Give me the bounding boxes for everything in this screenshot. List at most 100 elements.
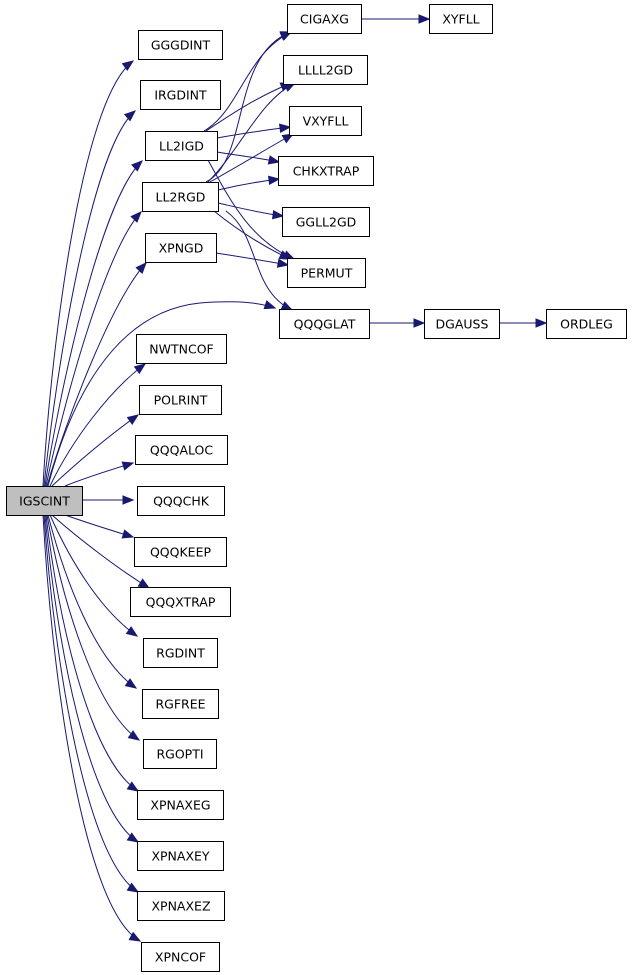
node-label: LL2RGD bbox=[156, 190, 206, 205]
node-ll2rgd[interactable]: LL2RGD bbox=[142, 182, 219, 212]
node-cigaxg[interactable]: CIGAXG bbox=[287, 4, 362, 34]
node-box[interactable] bbox=[289, 106, 362, 136]
edge-igscint-to-qqqkeep bbox=[64, 514, 135, 539]
node-box[interactable] bbox=[143, 638, 218, 668]
node-box[interactable] bbox=[145, 233, 217, 263]
edge-line bbox=[45, 514, 139, 792]
node-box[interactable] bbox=[139, 385, 222, 415]
edge-ll2igd-to-chkxtrap bbox=[216, 151, 281, 165]
node-qqqglat[interactable]: QQQGLAT bbox=[279, 309, 370, 339]
edge-dgauss-to-ordleg bbox=[499, 318, 548, 328]
edge-line bbox=[51, 514, 150, 589]
edge-line bbox=[44, 160, 143, 487]
node-label: QQQCHK bbox=[153, 494, 210, 509]
node-box[interactable] bbox=[140, 80, 221, 110]
arrowhead-icon bbox=[121, 529, 135, 539]
node-nwtncof[interactable]: NWTNCOF bbox=[136, 334, 227, 364]
node-box[interactable] bbox=[142, 689, 219, 719]
node-box[interactable] bbox=[135, 435, 228, 465]
edge-line bbox=[215, 252, 289, 266]
node-permut[interactable]: PERMUT bbox=[287, 258, 366, 288]
arrowhead-icon bbox=[126, 414, 140, 425]
node-qqqchk[interactable]: QQQCHK bbox=[137, 486, 225, 516]
node-rgdint[interactable]: RGDINT bbox=[143, 638, 218, 668]
node-box[interactable] bbox=[278, 156, 374, 186]
node-label: LL2IGD bbox=[159, 139, 204, 154]
node-label: QQQGLAT bbox=[294, 317, 356, 332]
arrowhead-icon bbox=[137, 578, 151, 589]
node-polrint[interactable]: POLRINT bbox=[139, 385, 222, 415]
edge-line bbox=[47, 301, 276, 487]
arrowhead-icon bbox=[126, 781, 140, 792]
node-xpnaxez[interactable]: XPNAXEZ bbox=[137, 891, 225, 921]
node-box[interactable] bbox=[143, 739, 217, 769]
arrowhead-icon bbox=[276, 258, 290, 268]
edge-igscint-to-qqqchk bbox=[82, 495, 135, 505]
node-box[interactable] bbox=[137, 841, 224, 871]
edge-ll2rgd-to-permut bbox=[213, 210, 292, 260]
node-irgdint[interactable]: IRGDINT bbox=[140, 80, 221, 110]
node-xpnaxey[interactable]: XPNAXEY bbox=[137, 841, 224, 871]
node-box[interactable] bbox=[141, 942, 220, 972]
node-rgfree[interactable]: RGFREE bbox=[142, 689, 219, 719]
node-box[interactable] bbox=[137, 790, 224, 820]
node-label: IGSCINT bbox=[19, 494, 70, 509]
node-box[interactable] bbox=[283, 55, 368, 85]
node-box[interactable] bbox=[130, 587, 231, 617]
edge-igscint-to-polrint bbox=[51, 414, 140, 487]
edge-line bbox=[47, 514, 137, 689]
node-ggll2gd[interactable]: GGLL2GD bbox=[282, 207, 370, 237]
node-qqqaloc[interactable]: QQQALOC bbox=[135, 435, 228, 465]
node-vxyfll[interactable]: VXYFLL bbox=[289, 106, 362, 136]
node-box[interactable] bbox=[137, 891, 225, 921]
arrowhead-icon bbox=[418, 14, 431, 24]
node-xpnaxeg[interactable]: XPNAXEG bbox=[137, 790, 224, 820]
edge-line bbox=[42, 60, 134, 487]
node-chkxtrap[interactable]: CHKXTRAP bbox=[278, 156, 374, 186]
node-label: RGFREE bbox=[155, 697, 205, 712]
node-label: LLLL2GD bbox=[298, 63, 353, 78]
arrowhead-icon bbox=[267, 175, 281, 186]
node-box[interactable] bbox=[137, 486, 225, 516]
arrowhead-icon bbox=[278, 250, 292, 260]
node-box[interactable] bbox=[134, 537, 227, 567]
arrowhead-icon bbox=[121, 461, 135, 471]
edge-line bbox=[216, 126, 291, 139]
node-box[interactable] bbox=[279, 309, 370, 339]
node-rgopti[interactable]: RGOPTI bbox=[143, 739, 217, 769]
node-box[interactable] bbox=[145, 131, 218, 161]
edge-igscint-to-irgdint bbox=[43, 110, 137, 487]
node-ll2igd[interactable]: LL2IGD bbox=[145, 131, 218, 161]
edge-line bbox=[51, 414, 139, 487]
edge-line bbox=[46, 514, 140, 741]
node-box[interactable] bbox=[546, 309, 627, 339]
node-xyfll[interactable]: XYFLL bbox=[429, 4, 493, 34]
edge-qqqglat-to-dgauss bbox=[369, 318, 426, 328]
node-label: CIGAXG bbox=[300, 12, 349, 27]
node-box[interactable] bbox=[142, 182, 219, 212]
arrowhead-icon bbox=[413, 318, 426, 328]
arrowhead-icon bbox=[124, 678, 138, 689]
node-box[interactable] bbox=[6, 486, 83, 516]
node-gggdint[interactable]: GGGDINT bbox=[138, 30, 223, 60]
node-llll2gd[interactable]: LLLL2GD bbox=[283, 55, 368, 85]
node-igscint[interactable]: IGSCINT bbox=[6, 486, 83, 516]
arrowhead-icon bbox=[128, 931, 142, 942]
edge-igscint-to-xpnaxeg bbox=[45, 514, 140, 792]
node-box[interactable] bbox=[287, 4, 362, 34]
node-qqqxtrap[interactable]: QQQXTRAP bbox=[130, 587, 231, 617]
node-box[interactable] bbox=[282, 207, 370, 237]
node-xpncof[interactable]: XPNCOF bbox=[141, 942, 220, 972]
node-dgauss[interactable]: DGAUSS bbox=[424, 309, 500, 339]
edge-ll2rgd-to-ggll2gd bbox=[217, 202, 285, 220]
node-box[interactable] bbox=[138, 30, 223, 60]
node-ordleg[interactable]: ORDLEG bbox=[546, 309, 627, 339]
node-qqqkeep[interactable]: QQQKEEP bbox=[134, 537, 227, 567]
node-xpngd[interactable]: XPNGD bbox=[145, 233, 217, 263]
node-box[interactable] bbox=[424, 309, 500, 339]
node-box[interactable] bbox=[287, 258, 366, 288]
node-label: GGLL2GD bbox=[296, 215, 357, 230]
node-box[interactable] bbox=[136, 334, 227, 364]
node-box[interactable] bbox=[429, 4, 493, 34]
